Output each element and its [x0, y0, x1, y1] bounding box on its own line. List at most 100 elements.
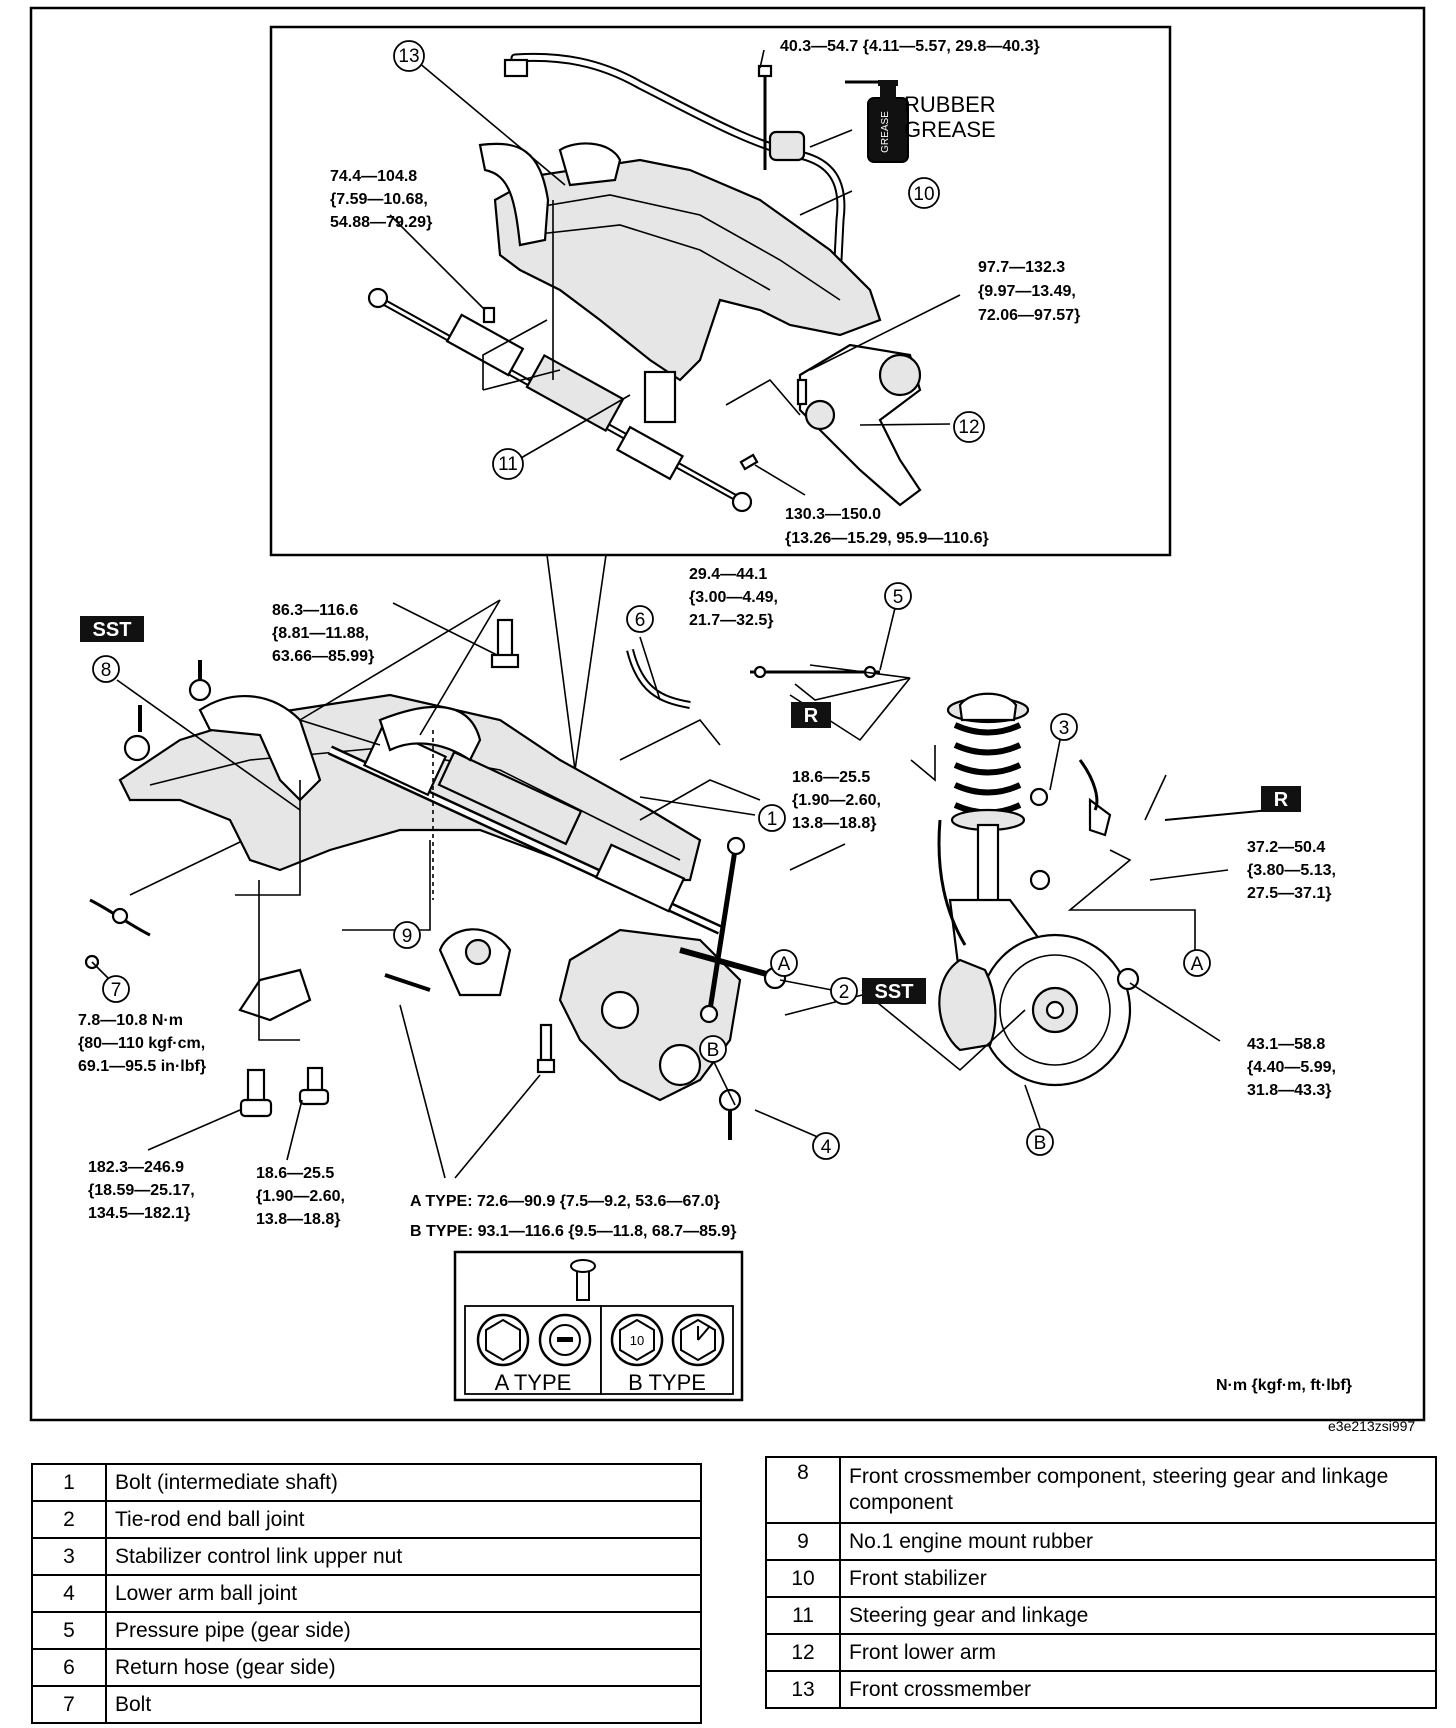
- stabilizer-bushing: [768, 130, 806, 162]
- b-type-label: B TYPE: [628, 1370, 706, 1395]
- torque-spec-5-line3: 63.66—85.99}: [272, 648, 374, 665]
- legend-part-name: Lower arm ball joint: [105, 1574, 702, 1613]
- stabilizer-end: [503, 58, 529, 78]
- bolt-icon: [570, 1259, 596, 1301]
- grease-label-1: RUBBER: [904, 92, 996, 117]
- legend-num: 13: [765, 1670, 841, 1709]
- b-type-slash-icon: [671, 1313, 725, 1367]
- legend-part-name: Steering gear and linkage: [839, 1596, 1437, 1635]
- legend-part-name: Bolt: [105, 1685, 702, 1724]
- torque-spec-3-line2: {9.97—13.49,: [978, 283, 1076, 300]
- sst-badge-left: SST: [80, 616, 144, 642]
- torque-spec-5-line1: 86.3—116.6: [272, 602, 358, 619]
- legend-part-name: Tie-rod end ball joint: [105, 1500, 702, 1539]
- legend-num: 5: [31, 1611, 107, 1650]
- svg-text:10: 10: [913, 184, 934, 205]
- mark-a-left: A: [770, 949, 798, 977]
- legend-part-name: Bolt (intermediate shaft): [105, 1463, 702, 1502]
- torque-spec-4-line2: {13.26—15.29, 95.9—110.6}: [785, 530, 989, 547]
- torque-spec-12-line3: 13.8—18.8}: [256, 1211, 341, 1228]
- mark-b-left: B: [699, 1035, 727, 1063]
- rubber-grease-can: GREASE: [845, 80, 909, 163]
- outer-frame: [29, 6, 1426, 1422]
- torque-spec-2-line3: 54.88—79.29}: [330, 214, 432, 231]
- legend-num: 1: [31, 1463, 107, 1502]
- svg-text:R: R: [804, 705, 819, 727]
- strut-and-knuckle: [937, 692, 1271, 1087]
- legend-num: 2: [31, 1500, 107, 1539]
- a-type-hex-plain-icon: [476, 1313, 530, 1367]
- torque-spec-11-line2: {18.59—25.17,: [88, 1182, 195, 1199]
- svg-text:13: 13: [398, 46, 419, 67]
- torque-spec-13-a-type: A TYPE: 72.6—90.9 {7.5—9.2, 53.6—67.0}: [410, 1193, 720, 1210]
- callout-12: 12: [953, 411, 985, 443]
- b-type-ten-mark-icon: 10: [610, 1313, 664, 1367]
- legend-part-name: Pressure pipe (gear side): [105, 1611, 702, 1650]
- torque-spec-11-line1: 182.3—246.9: [88, 1159, 184, 1176]
- legend-num: 10: [765, 1559, 841, 1598]
- torque-spec-10-line1: 43.1—58.8: [1247, 1036, 1325, 1053]
- sst-badge-right: SST: [862, 978, 926, 1004]
- torque-spec-3-line1: 97.7—132.3: [978, 259, 1065, 276]
- callout-13: 13: [393, 40, 425, 72]
- svg-text:A: A: [778, 954, 791, 975]
- inset-frame: [269, 25, 1172, 557]
- legend-part-name: No.1 engine mount rubber: [839, 1522, 1437, 1561]
- legend-num: 7: [31, 1685, 107, 1724]
- torque-spec-8-line2: {3.80—5.13,: [1247, 862, 1336, 879]
- svg-text:4: 4: [821, 1137, 832, 1158]
- torque-spec-8-line3: 27.5—37.1}: [1247, 885, 1332, 902]
- r-badge-left: R: [791, 702, 831, 728]
- legend-num: 3: [31, 1537, 107, 1576]
- grease-label-2: GREASE: [904, 117, 996, 142]
- main-crossmember-assembly: [84, 618, 880, 1140]
- callout-1: 1: [758, 804, 786, 832]
- svg-text:8: 8: [101, 660, 112, 681]
- legend-num: 4: [31, 1574, 107, 1613]
- mark-a-right: A: [1183, 949, 1211, 977]
- torque-spec-5-line2: {8.81—11.88,: [272, 625, 369, 642]
- svg-text:SST: SST: [875, 981, 914, 1003]
- svg-text:3: 3: [1059, 718, 1070, 739]
- callout-10: 10: [908, 177, 940, 209]
- torque-spec-12-line2: {1.90—2.60,: [256, 1188, 345, 1205]
- legend-part-name: Front crossmember component, steering ge…: [839, 1456, 1437, 1524]
- svg-text:2: 2: [839, 982, 850, 1003]
- callout-7: 7: [102, 975, 130, 1003]
- crossmember-tower: [478, 142, 550, 247]
- torque-spec-8-line1: 37.2—50.4: [1247, 839, 1325, 856]
- units-note: N·m {kgf·m, ft·lbf}: [1216, 1377, 1352, 1394]
- legend-part-name: Front lower arm: [839, 1633, 1437, 1672]
- torque-spec-9-line1: 7.8—10.8 N·m: [78, 1012, 183, 1029]
- svg-text:6: 6: [635, 610, 646, 631]
- legend-num: 9: [765, 1522, 841, 1561]
- callout-3: 3: [1050, 713, 1078, 741]
- callout-6: 6: [626, 605, 654, 633]
- legend-num: 12: [765, 1633, 841, 1672]
- callout-9: 9: [393, 921, 421, 949]
- torque-spec-6-line3: 21.7—32.5}: [689, 612, 774, 629]
- legend-part-name: Return hose (gear side): [105, 1648, 702, 1687]
- legend-num: 8: [765, 1456, 841, 1524]
- legend-num: 6: [31, 1648, 107, 1687]
- torque-spec-11-line3: 134.5—182.1}: [88, 1205, 190, 1222]
- svg-text:12: 12: [958, 417, 979, 438]
- torque-spec-13-b-type: B TYPE: 93.1—116.6 {9.5—11.8, 68.7—85.9}: [410, 1223, 736, 1240]
- svg-text:5: 5: [893, 587, 904, 608]
- leader-lines: [91, 49, 1229, 1179]
- mark-b-right: B: [1026, 1128, 1054, 1156]
- torque-spec-10-line2: {4.40—5.99,: [1247, 1059, 1336, 1076]
- inset-steering-rack: [367, 287, 753, 513]
- torque-spec-9-line3: 69.1—95.5 in·lbf}: [78, 1058, 206, 1075]
- torque-spec-3-line3: 72.06—97.57}: [978, 307, 1080, 324]
